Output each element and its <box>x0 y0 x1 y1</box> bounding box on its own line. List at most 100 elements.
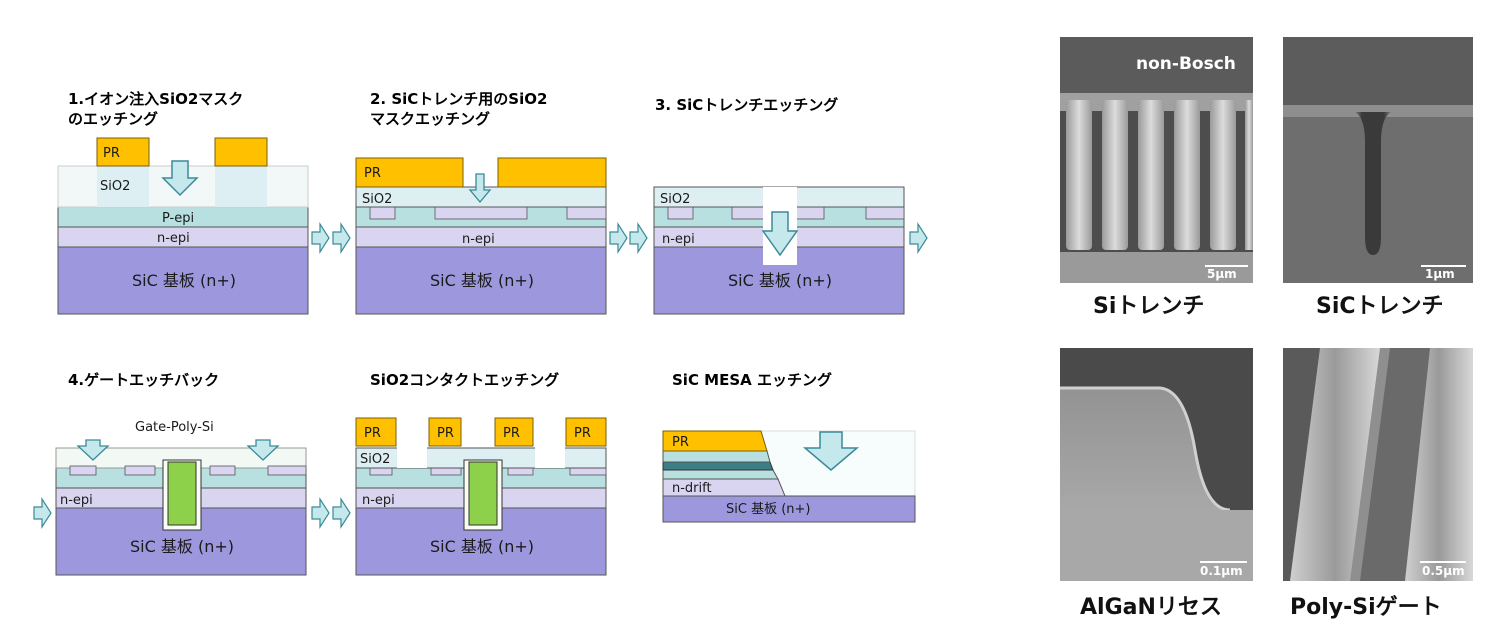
step-4: 4.ゲートエッチバック Gate-Poly-Si n-epi SiC 基板 (n… <box>55 371 307 576</box>
substrate-label: SiC 基板 (n+) <box>430 537 534 556</box>
sio2-layer-right <box>215 166 267 207</box>
implant-region <box>267 465 307 476</box>
substrate-layer <box>355 246 607 315</box>
implant-region <box>209 465 236 476</box>
sem-caption: AlGaNリセス <box>1080 595 1222 620</box>
flow-arrow-icon <box>332 221 351 255</box>
n-epi-label: n-epi <box>362 493 395 508</box>
pr-mask <box>662 430 768 452</box>
step-title: SiC MESA エッチング <box>672 371 832 389</box>
etch-arrow <box>802 431 860 471</box>
trench-fins <box>1066 100 1253 250</box>
flow-arrow-icon <box>909 221 928 255</box>
pr-mask-left <box>355 157 464 188</box>
substrate-layer <box>57 246 309 315</box>
pr-label: PR <box>503 426 520 441</box>
scale-label: 0.5μm <box>1422 564 1465 578</box>
sio2-layer <box>662 450 771 463</box>
sem-tag-label: non-Bosch <box>1136 54 1236 74</box>
pr-mask-left <box>96 137 150 167</box>
step-title: 3. SiCトレンチエッチング <box>655 96 838 114</box>
implant-region <box>369 206 396 220</box>
sio2-label: SiO2 <box>360 452 390 467</box>
substrate-label: SiC 基板 (n+) <box>130 537 234 556</box>
recess-void <box>1060 348 1253 510</box>
pr-mask <box>428 417 462 447</box>
flow-arrow-icon <box>609 221 628 255</box>
implant-region <box>124 465 156 476</box>
step-2: 2. SiCトレンチ用のSiO2 マスクエッチング PR SiO2 n-epi … <box>355 90 607 315</box>
flow-arrow-icon <box>33 496 52 530</box>
contact-opening <box>535 444 565 468</box>
pr-label: PR <box>364 426 381 441</box>
implant-region <box>69 465 97 476</box>
pr-mask-right <box>497 157 607 188</box>
implant-region <box>667 206 694 220</box>
step-title: 4.ゲートエッチバック <box>68 371 219 389</box>
substrate-label: SiC 基板 (n+) <box>728 271 832 290</box>
pr-mask <box>494 417 534 447</box>
etch-arrow <box>161 160 199 197</box>
flow-arrows <box>311 221 351 255</box>
n-drift-label: n-drift <box>672 481 712 496</box>
sem-poly-si-gate: 0.5μm Poly-Siゲート <box>1283 348 1473 620</box>
step-6: SiC MESA エッチング PR n-drift SiC 基板 (n+) <box>662 371 916 523</box>
flow-arrows <box>609 221 648 255</box>
scale-label: 1μm <box>1425 267 1455 281</box>
step-3: 3. SiCトレンチエッチング SiO2 n-epi SiC 基板 (n+) <box>653 96 905 315</box>
pr-label: PR <box>672 435 689 450</box>
step-5: SiO2コンタクトエッチング PR PR PR PR SiO2 n-epi Si… <box>355 371 607 576</box>
sem-si-trench: non-Bosch 5μm Siトレンチ <box>1060 37 1253 319</box>
pr-mask <box>565 417 607 447</box>
flow-arrow-icon <box>629 221 648 255</box>
trench-shape <box>1355 112 1391 255</box>
etch-arrow <box>246 439 280 461</box>
contact-opening <box>397 444 427 468</box>
n-epi-label: n-epi <box>462 232 495 247</box>
implant-region <box>434 206 528 220</box>
step-1: 1.イオン注入SiO2マスク のエッチング PR SiO2 P-epi n-ep… <box>57 90 309 315</box>
flow-arrow-icon <box>332 496 351 530</box>
sio2-label: SiO2 <box>100 179 130 194</box>
substrate-label: SiC 基板 (n+) <box>132 271 236 290</box>
sio2-label: SiO2 <box>660 192 690 207</box>
p-epi-label: P-epi <box>162 211 194 226</box>
n-epi-label: n-epi <box>157 231 190 246</box>
implant-region <box>566 206 607 220</box>
flow-arrow-icon <box>311 496 330 530</box>
pr-label: PR <box>364 166 381 181</box>
sem-sic-trench: 1μm SiCトレンチ <box>1283 37 1473 319</box>
flow-arrows <box>311 496 351 530</box>
sem-caption: Siトレンチ <box>1093 294 1204 319</box>
mesa-top-layer <box>662 461 774 471</box>
step-title: 1.イオン注入SiO2マスク のエッチング <box>68 90 249 128</box>
sio2-label: SiO2 <box>362 192 392 207</box>
pr-label: PR <box>437 426 454 441</box>
gate-poly-fill <box>468 461 498 526</box>
sem-algan-recess: 0.1μm AlGaNリセス <box>1060 348 1253 620</box>
implant-region <box>865 206 905 220</box>
sem-caption: SiCトレンチ <box>1316 294 1444 319</box>
n-epi-label: n-epi <box>662 232 695 247</box>
step-title: 2. SiCトレンチ用のSiO2 マスクエッチング <box>370 90 553 128</box>
scale-label: 0.1μm <box>1200 564 1243 578</box>
n-epi-label: n-epi <box>60 493 93 508</box>
step-title: SiO2コンタクトエッチング <box>370 371 559 389</box>
substrate-label: SiC 基板 (n+) <box>430 271 534 290</box>
gate-poly-fill <box>167 461 197 526</box>
sem-caption: Poly-Siゲート <box>1290 595 1442 620</box>
flow-arrow-icon <box>311 221 330 255</box>
etch-arrow <box>761 211 799 257</box>
sio2-layer-left <box>97 166 149 207</box>
etch-arrow <box>76 439 110 461</box>
etch-arrow <box>468 173 492 204</box>
pr-label: PR <box>103 146 120 161</box>
pr-mask-right <box>214 137 268 167</box>
p-epi-layer <box>662 469 779 480</box>
scale-label: 5μm <box>1207 267 1237 281</box>
pr-label: PR <box>574 426 591 441</box>
pr-mask <box>355 417 397 447</box>
gate-poly-label: Gate-Poly-Si <box>135 420 214 435</box>
substrate-label: SiC 基板 (n+) <box>726 502 810 517</box>
